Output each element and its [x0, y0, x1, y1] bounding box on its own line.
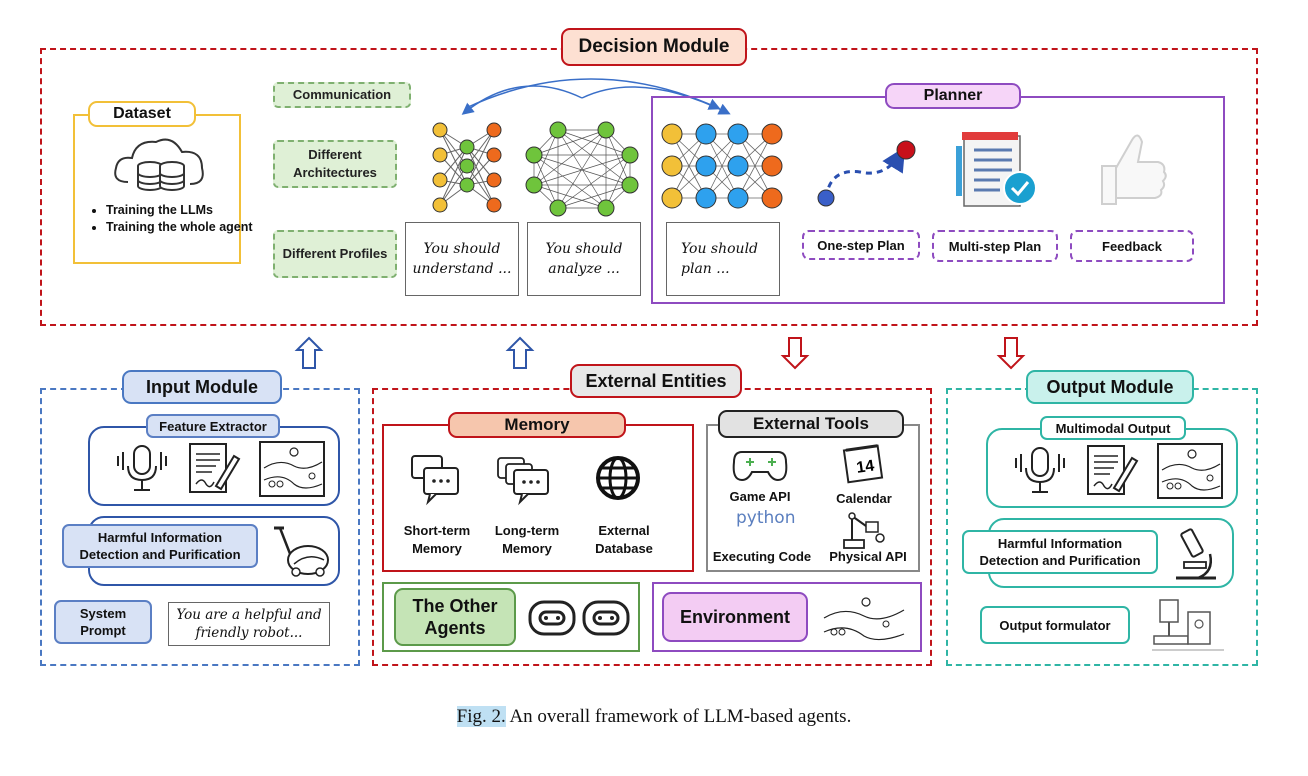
output-formulator: Output formulator	[980, 606, 1130, 644]
different-profiles-box: Different Profiles	[273, 230, 397, 278]
microphone-icon	[117, 445, 167, 491]
calendar-icon: 14	[842, 444, 884, 484]
caption-text: An overall framework of LLM-based agents…	[505, 706, 852, 727]
memory-title: Memory	[448, 412, 626, 438]
decision-module-title: Decision Module	[561, 28, 747, 66]
up-arrow-input	[294, 336, 324, 369]
multimodal-output-title: Multimodal Output	[1040, 416, 1186, 440]
output-module-title: Output Module	[1026, 370, 1194, 404]
external-entities-title: External Entities	[570, 364, 742, 398]
up-arrow-external	[505, 336, 535, 369]
down-arrow-output	[996, 337, 1026, 370]
output-document-pen-icon	[1087, 445, 1139, 495]
calendar-day: 14	[855, 458, 875, 477]
output-harmful-title: Harmful Information Detection and Purifi…	[962, 530, 1158, 574]
dataset-bullet: Training the LLMs	[106, 202, 256, 219]
input-module-title: Input Module	[122, 370, 282, 404]
feature-extractor-title: Feature Extractor	[146, 414, 280, 438]
different-architectures-box: Different Architectures	[273, 140, 397, 188]
thumbs-up-icon	[1101, 134, 1167, 205]
calendar-label: Calendar	[836, 491, 892, 506]
environment-box	[652, 582, 922, 652]
feedback: Feedback	[1070, 230, 1194, 262]
communication-box: Communication	[273, 82, 411, 108]
vacuum-cleaner-icon	[274, 526, 329, 577]
globe-icon	[596, 456, 640, 500]
game-api-label: Game API	[729, 489, 791, 504]
system-prompt-text: You are a helpful and friendly robot...	[168, 602, 330, 646]
external-database: External Database	[595, 523, 653, 556]
prompt-analyze: You should analyze ...	[527, 222, 641, 296]
prompt-plan: You should plan ...	[666, 222, 780, 296]
output-landscape-image-icon	[1157, 443, 1223, 499]
chat-bubbles-icon	[411, 455, 459, 506]
gamepad-icon	[732, 451, 788, 482]
figure-number: Fig. 2.	[456, 706, 506, 727]
multi-step-plan: Multi-step Plan	[932, 230, 1058, 262]
system-prompt-label: System Prompt	[54, 600, 152, 644]
stacked-chat-icon	[497, 457, 549, 506]
other-agents-box	[382, 582, 640, 652]
python-logo: python	[736, 508, 796, 528]
down-arrow-external	[780, 337, 810, 370]
harmful-info-title: Harmful Information Detection and Purifi…	[62, 524, 258, 568]
multi-step-plan-icon	[956, 132, 1037, 207]
other-agents-title: The Other Agents	[394, 588, 516, 646]
planner-title: Planner	[885, 83, 1021, 109]
dataset-title: Dataset	[88, 101, 196, 127]
robot-face-icon	[528, 600, 630, 636]
prompt-understand: You should understand ...	[405, 222, 519, 296]
output-microphone-icon	[1015, 447, 1065, 493]
environment-landscape-icon	[823, 597, 905, 641]
dataset-bullet: Training the whole agent	[106, 219, 256, 236]
dataset-bullets: Training the LLMs Training the whole age…	[84, 202, 256, 236]
machine-icon	[1152, 599, 1224, 651]
short-term-memory: Short-term Memory	[403, 523, 471, 556]
document-pen-icon	[189, 443, 241, 493]
microscope-icon	[1176, 528, 1216, 580]
physical-api-label: Physical API	[829, 549, 907, 564]
one-step-plan-icon	[817, 140, 916, 207]
robot-arm-icon	[843, 512, 885, 549]
landscape-image-icon	[259, 441, 325, 497]
figure-caption: Fig. 2. An overall framework of LLM-base…	[0, 706, 1308, 728]
cloud-database-icon	[114, 138, 204, 191]
one-step-plan: One-step Plan	[802, 230, 920, 260]
executing-code-label: Executing Code	[712, 549, 812, 564]
long-term-memory: Long-term Memory	[494, 523, 560, 556]
environment-title: Environment	[662, 592, 808, 642]
external-tools-title: External Tools	[718, 410, 904, 438]
